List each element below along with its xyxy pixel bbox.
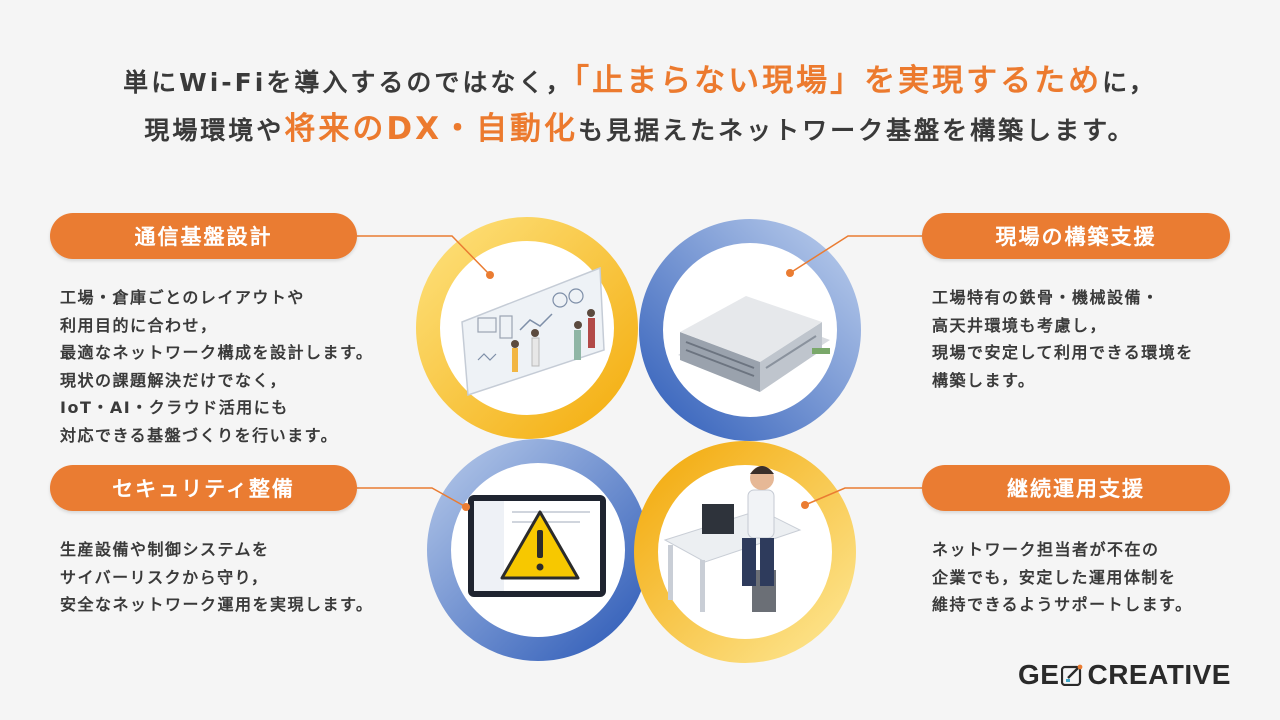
leader-dot-operation: [801, 501, 809, 509]
headline-highlight: 「止まらない現場」を実現するため: [573, 63, 1103, 99]
section-desc-security: 生産設備や制御システムを サイバーリスクから守り， 安全なネットワーク運用を実現…: [60, 536, 373, 619]
section-desc-construction: 工場特有の鉄骨・機械設備・ 高天井環境も考慮し， 現場で安定して利用できる環境を…: [932, 284, 1194, 394]
desc-line: 企業でも，安定した運用体制を: [932, 567, 1177, 587]
operator-desk-illustration: [663, 466, 802, 612]
section-title-security: セキュリティ整備: [50, 465, 357, 511]
security-warning-illustration: [468, 495, 606, 597]
desc-line: 工場・倉庫ごとのレイアウトや: [60, 288, 305, 307]
desc-line: サイバーリスクから守り，: [60, 567, 269, 587]
section-desc-design: 工場・倉庫ごとのレイアウトや 利用目的に合わせ， 最適なネットワーク構成を設計し…: [60, 284, 373, 449]
section-desc-operation: ネットワーク担当者が不在の 企業でも，安定した運用体制を 維持できるようサポート…: [932, 536, 1193, 619]
desc-line: 最適なネットワーク構成を設計します。: [60, 343, 374, 362]
desc-line: ネットワーク担当者が不在の: [932, 540, 1160, 559]
desc-line: 高天井環境も考慮し，: [932, 315, 1108, 335]
leader-line-security: [357, 487, 467, 508]
section-title-operation: 継続運用支援: [922, 465, 1230, 511]
leader-line-design: [357, 235, 491, 276]
headline-highlight: 将来のDX・自動化: [284, 111, 579, 147]
logo-text-left: GE: [1018, 659, 1060, 690]
desc-line: 工場特有の鉄骨・機械設備・: [932, 288, 1160, 307]
headline: 単にWi-Fiを導入するのではなく，「止まらない現場」を実現するために， 現場環…: [0, 58, 1280, 154]
desc-line: IoT・AI・クラウド活用にも: [60, 398, 289, 417]
leader-line-operation: [804, 487, 922, 506]
headline-line-2: 現場環境や将来のDX・自動化も見据えたネットワーク基盤を構築します。: [0, 106, 1280, 154]
headline-text: 単にWi-Fiを導入するのではなく，: [123, 68, 574, 97]
whiteboard-team-illustration: [461, 266, 605, 397]
section-title-design: 通信基盤設計: [50, 213, 357, 259]
logo-mark-icon: [1061, 664, 1083, 686]
desc-line: 対応できる基盤づくりを行います。: [60, 425, 339, 445]
desc-line: 現状の課題解決だけでなく，: [60, 370, 288, 390]
desc-line: 維持できるようサポートします。: [932, 595, 1193, 614]
leader-dot-design: [486, 271, 494, 279]
headline-text: 現場環境や: [144, 116, 285, 145]
leader-dot-construction: [786, 269, 794, 277]
leader-dot-security: [462, 503, 470, 511]
company-logo: GE CREATIVE: [1018, 659, 1231, 691]
logo-text-right: CREATIVE: [1087, 659, 1231, 690]
factory-building-illustration: [678, 296, 830, 392]
desc-line: 安全なネットワーク運用を実現します。: [60, 595, 374, 614]
desc-line: 構築します。: [932, 370, 1036, 390]
headline-text: に，: [1102, 68, 1157, 97]
desc-line: 現場で安定して利用できる環境を: [932, 343, 1194, 362]
section-title-construction: 現場の構築支援: [922, 213, 1230, 259]
desc-line: 利用目的に合わせ，: [60, 315, 218, 335]
desc-line: 生産設備や制御システムを: [60, 540, 270, 559]
headline-line-1: 単にWi-Fiを導入するのではなく，「止まらない現場」を実現するために，: [0, 58, 1280, 106]
leader-line-construction: [789, 235, 922, 274]
headline-text: も見据えたネットワーク基盤を構築します。: [578, 116, 1136, 145]
